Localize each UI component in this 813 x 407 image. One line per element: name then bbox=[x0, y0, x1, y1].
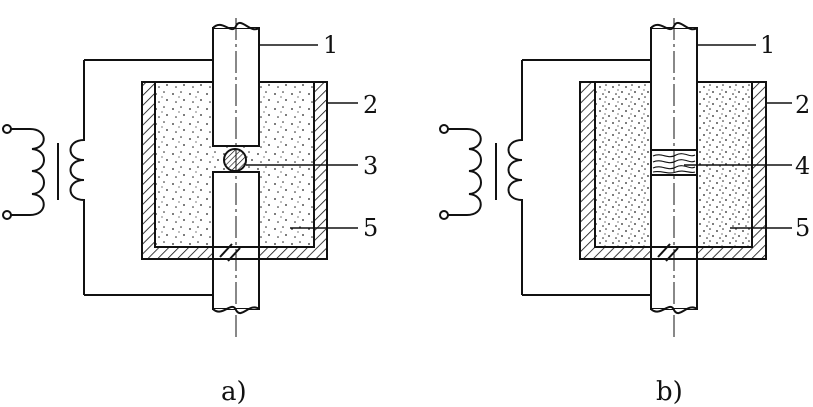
label-a-container: 2 bbox=[363, 91, 378, 119]
terminal-a-bottom bbox=[2, 210, 12, 220]
ball-a bbox=[223, 148, 247, 172]
terminal-a-top bbox=[2, 124, 12, 134]
transformer-a bbox=[2, 60, 85, 295]
label-b-container: 2 bbox=[795, 91, 810, 119]
terminal-b-top bbox=[439, 124, 449, 134]
label-a-electrode: 1 bbox=[323, 31, 338, 59]
secondary-coil-b bbox=[507, 60, 523, 295]
label-b-powder: 5 bbox=[795, 214, 810, 242]
label-b-band: 4 bbox=[795, 152, 810, 180]
secondary-coil-a bbox=[69, 60, 85, 295]
label-a-ball: 3 bbox=[363, 152, 378, 180]
caption-b: b) bbox=[656, 377, 683, 407]
primary-coil-b bbox=[448, 128, 482, 216]
transformer-b bbox=[439, 60, 523, 295]
terminal-b-bottom bbox=[439, 210, 449, 220]
caption-a: a) bbox=[221, 377, 247, 407]
label-b-electrode: 1 bbox=[760, 31, 775, 59]
diagram-b bbox=[439, 18, 792, 340]
primary-coil-a bbox=[11, 128, 45, 216]
diagram-a bbox=[2, 18, 358, 340]
label-a-powder: 5 bbox=[363, 214, 378, 242]
